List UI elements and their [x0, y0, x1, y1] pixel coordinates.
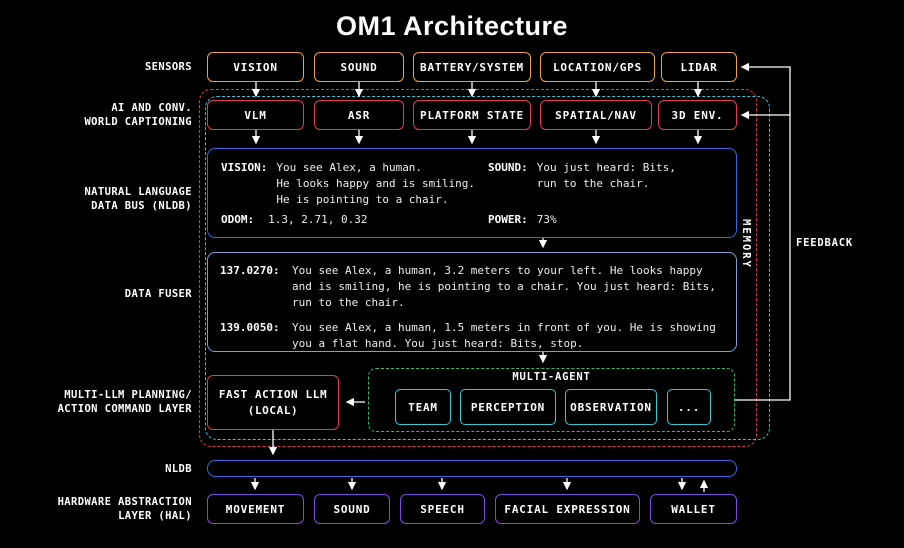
hal-box-sound: SOUND [314, 494, 390, 524]
layer-label-nldb-bar: NLDB [165, 463, 192, 475]
nldb-odom-entry: ODOM: 1.3, 2.71, 0.32 [221, 212, 367, 228]
nldb-odom-key: ODOM: [221, 213, 255, 226]
agent-box-observation: OBSERVATION [565, 389, 657, 425]
fuser-entry-timestamp: 137.0270: [220, 264, 280, 277]
nldb-bus-bar [207, 460, 737, 477]
layer-label-hal-1: HARDWARE ABSTRACTION [57, 496, 192, 508]
fuser-entry-1: 137.0270: You see Alex, a human, 3.2 met… [220, 263, 724, 311]
nldb-panel: VISION: You see Alex, a human. He looks … [207, 148, 737, 238]
nldb-sound-text: You just heard: Bits, run to the chair. [537, 160, 676, 192]
nldb-vision-text: You see Alex, a human. He looks happy an… [276, 160, 475, 208]
captioning-box-platform-state: PLATFORM STATE [413, 100, 531, 130]
fuser-entry-timestamp: 139.0050: [220, 321, 280, 334]
captioning-box-spatial-nav: SPATIAL/NAV [540, 100, 652, 130]
sensor-box-sound: SOUND [314, 52, 404, 82]
sensor-box-lidar: LIDAR [661, 52, 737, 82]
multi-agent-group: MULTI-AGENT TEAM PERCEPTION OBSERVATION … [368, 368, 735, 432]
captioning-box-vlm: VLM [207, 100, 304, 130]
data-fuser-panel: 137.0270: You see Alex, a human, 3.2 met… [207, 252, 737, 352]
fuser-entry-text: You see Alex, a human, 1.5 meters in fro… [292, 321, 716, 350]
hal-box-facial-expression: FACIAL EXPRESSION [495, 494, 640, 524]
memory-label: MEMORY [740, 219, 752, 269]
fast-action-llm-box: FAST ACTION LLM (LOCAL) [207, 375, 339, 430]
nldb-vision-line: You see Alex, a human. [276, 161, 423, 174]
fuser-entry-text: You see Alex, a human, 3.2 meters to you… [292, 264, 716, 309]
agent-box-team: TEAM [395, 389, 451, 425]
layer-label-llm-1: MULTI-LLM PLANNING/ [64, 389, 192, 401]
layer-label-nldb-2: DATA BUS (NLDB) [91, 200, 192, 212]
fuser-entry-2: 139.0050: You see Alex, a human, 1.5 met… [220, 320, 724, 352]
layer-label-nldb-1: NATURAL LANGUAGE [84, 186, 192, 198]
nldb-odom-value: 1.3, 2.71, 0.32 [268, 213, 368, 226]
multi-agent-label: MULTI-AGENT [512, 371, 591, 383]
feedback-label: FEEDBACK [796, 237, 853, 249]
sensor-box-location: LOCATION/GPS [540, 52, 655, 82]
captioning-box-asr: ASR [314, 100, 404, 130]
fast-action-llm-label: FAST ACTION LLM [218, 388, 328, 401]
nldb-sound-key: SOUND: [488, 161, 528, 174]
nldb-power-key: POWER: [488, 213, 528, 226]
nldb-power-value: 73% [536, 213, 557, 226]
layer-label-captioning-2: WORLD CAPTIONING [84, 116, 192, 128]
hal-box-wallet: WALLET [650, 494, 737, 524]
fast-action-llm-sublabel: (LOCAL) [247, 404, 299, 417]
nldb-power-entry: POWER: 73% [488, 212, 557, 228]
nldb-vision-line: He is pointing to a chair. [276, 193, 449, 206]
nldb-vision-entry: VISION: You see Alex, a human. He looks … [221, 160, 475, 208]
sensor-box-vision: VISION [207, 52, 304, 82]
layer-label-captioning-1: AI AND CONV. [111, 102, 192, 114]
nldb-sound-line: run to the chair. [536, 177, 650, 190]
hal-box-speech: SPEECH [400, 494, 485, 524]
sensor-box-battery: BATTERY/SYSTEM [413, 52, 531, 82]
layer-label-llm-2: ACTION COMMAND LAYER [57, 403, 192, 415]
diagram-title: OM1 Architecture [335, 11, 569, 41]
agent-box-more: ... [667, 389, 711, 425]
agent-box-perception: PERCEPTION [460, 389, 556, 425]
nldb-vision-line: He looks happy and is smiling. [276, 177, 476, 190]
hal-box-movement: MOVEMENT [207, 494, 304, 524]
layer-label-data-fuser: DATA FUSER [124, 288, 192, 300]
nldb-sound-entry: SOUND: You just heard: Bits, run to the … [488, 160, 676, 192]
nldb-vision-key: VISION: [221, 161, 268, 174]
captioning-box-3d-env: 3D ENV. [658, 100, 737, 130]
layer-label-hal-2: LAYER (HAL) [118, 510, 192, 522]
layer-label-sensors: SENSORS [144, 61, 192, 73]
nldb-bar-to-hal-arrows [250, 478, 709, 492]
nldb-sound-line: You just heard: Bits, [536, 161, 676, 174]
